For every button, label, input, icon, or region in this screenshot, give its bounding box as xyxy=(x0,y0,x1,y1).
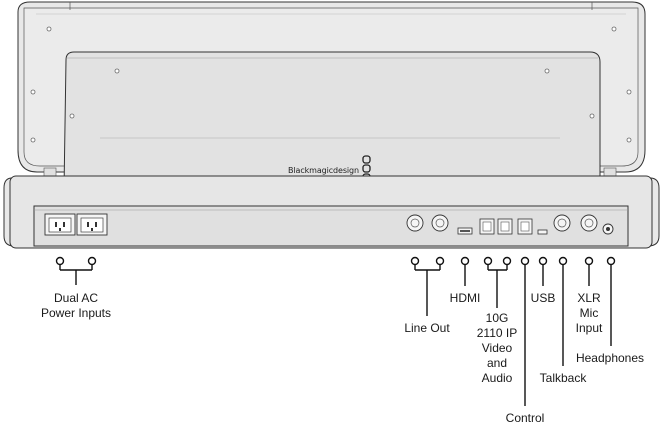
ip-ports xyxy=(479,218,533,235)
headphones-jack xyxy=(602,223,614,235)
label-hdmi: HDMI xyxy=(449,291,481,305)
brand-logo-text: Blackmagicdesign xyxy=(288,166,359,175)
callout-lines xyxy=(55,256,616,406)
lower-chassis xyxy=(9,175,653,249)
housing-screws xyxy=(30,26,632,143)
label-10g-2110-ip: 10G 2110 IP Video and Audio xyxy=(476,311,518,385)
label-line-out: Line Out xyxy=(404,321,450,335)
ac-power-inlets xyxy=(44,213,108,236)
label-dual-ac-power-inputs: Dual AC Power Inputs xyxy=(40,291,112,320)
usb-connector xyxy=(537,229,548,235)
label-control: Control xyxy=(505,411,545,425)
label-usb: USB xyxy=(530,291,556,305)
hdmi-connector xyxy=(457,227,473,235)
line-out-connectors xyxy=(406,214,449,232)
screen-panel: Blackmagicdesign xyxy=(63,51,601,198)
label-xlr-mic-input: XLR Mic Input xyxy=(575,291,603,335)
talkback-mic-connectors xyxy=(553,214,598,232)
label-talkback: Talkback xyxy=(539,371,587,385)
label-headphones: Headphones xyxy=(575,351,645,365)
